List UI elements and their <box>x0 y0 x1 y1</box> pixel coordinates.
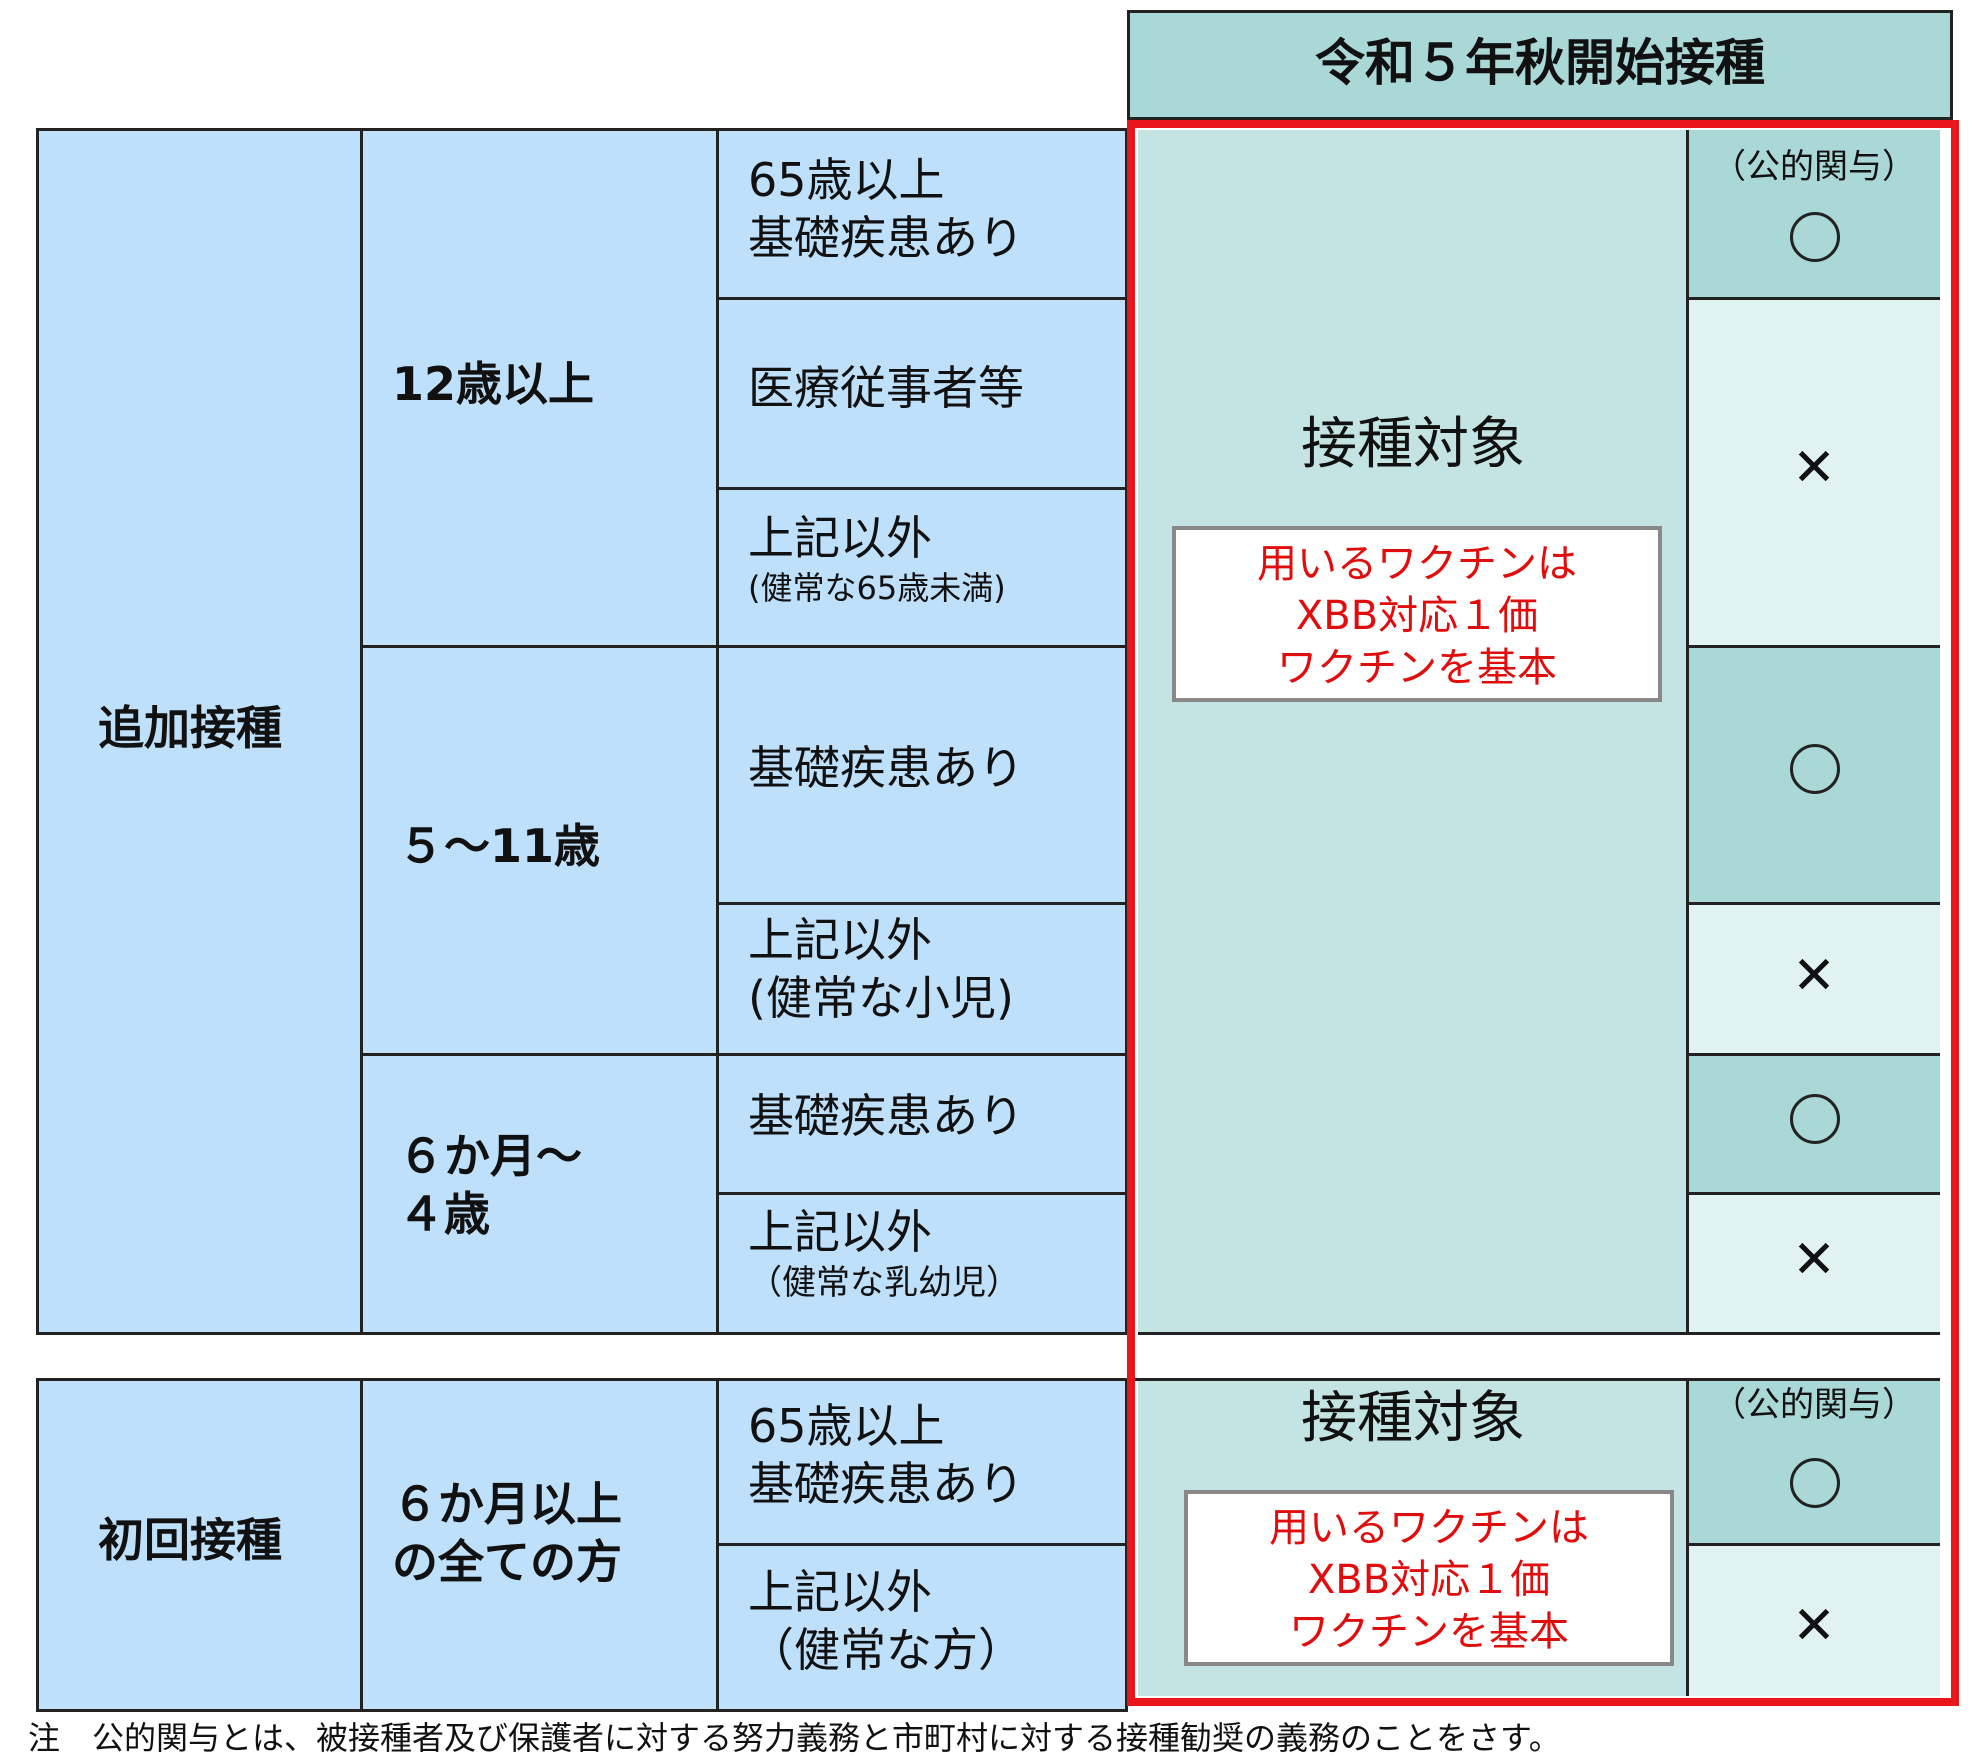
condition-line: 65歳以上 <box>748 153 945 207</box>
grid-line <box>1138 1332 1940 1335</box>
condition-row-4: 基礎疾患あり <box>748 740 1024 798</box>
grid-line <box>1688 645 1940 648</box>
mark-cell-5 <box>1688 904 1940 1054</box>
initial-age-group: ６か月以上 の全ての方 <box>392 1476 622 1591</box>
grid-line <box>360 1378 363 1712</box>
grid-line <box>718 297 1126 300</box>
public-involvement-label: （公的関与） <box>1712 147 1916 187</box>
grid-line <box>716 128 719 1335</box>
age-group-12plus: 12歳以上 <box>392 357 595 411</box>
grid-line <box>718 1543 1126 1546</box>
initial-condition-row-2: 上記以外 （健常な方） <box>748 1564 1024 1679</box>
condition-row-3: 上記以外 (健常な65歳未満) <box>748 510 1006 608</box>
grid-line <box>1125 128 1128 1335</box>
condition-line: (健常な小児) <box>748 970 1014 1025</box>
grid-line <box>36 128 39 1335</box>
grid-line <box>360 128 363 1335</box>
condition-line: （健常な方） <box>748 1622 1024 1677</box>
condition-line: 基礎疾患あり <box>748 1456 1024 1511</box>
vaccine-note-line: XBB対応１価 <box>1307 1557 1551 1603</box>
grid-line <box>1688 1192 1940 1195</box>
circle-icon <box>1790 212 1840 262</box>
grid-line <box>1125 1378 1128 1712</box>
grid-line <box>1688 902 1940 905</box>
condition-row-7: 上記以外 （健常な乳幼児） <box>748 1204 1020 1304</box>
vaccine-note-line: 用いるワクチンは <box>1269 1505 1589 1551</box>
condition-line: 上記以外 <box>748 913 932 967</box>
grid-line <box>718 902 1126 905</box>
cross-icon: ✕ <box>1792 946 1836 1006</box>
grid-line <box>36 1378 1940 1381</box>
condition-row-2: 医療従事者等 <box>748 360 1024 418</box>
condition-row-6: 基礎疾患あり <box>748 1088 1024 1146</box>
vaccine-note-line: 用いるワクチンは <box>1257 541 1577 587</box>
age-group-line: ６か月以上 <box>392 1477 622 1531</box>
circle-icon <box>1790 1458 1840 1508</box>
grid-line <box>36 1709 1128 1712</box>
condition-row-1: 65歳以上 基礎疾患あり <box>748 152 1024 267</box>
additional-label-cell <box>38 130 362 1334</box>
highlight-frame <box>1127 120 1959 1706</box>
initial-condition-row-1: 65歳以上 基礎疾患あり <box>748 1398 1024 1513</box>
cross-icon: ✕ <box>1792 1230 1836 1290</box>
vaccine-note-line: ワクチンを基本 <box>1277 645 1557 691</box>
vaccine-note-line: ワクチンを基本 <box>1289 1609 1569 1655</box>
additional-vaccine-note: 用いるワクチンは XBB対応１価 ワクチンを基本 <box>1172 526 1662 702</box>
additional-age-col <box>362 130 718 1334</box>
condition-line: 上記以外 <box>748 511 932 565</box>
condition-row-5: 上記以外 (健常な小児) <box>748 912 1014 1027</box>
initial-label: 初回接種 <box>98 1513 282 1567</box>
cross-icon: ✕ <box>1792 1596 1836 1656</box>
cross-icon: ✕ <box>1792 438 1836 498</box>
age-group-5to11: ５～11歳 <box>398 819 601 873</box>
age-group-line: ６か月～ <box>398 1129 582 1183</box>
header-title: 令和５年秋開始接種 <box>1315 34 1765 92</box>
grid-line <box>1688 297 1940 300</box>
initial-vaccine-note: 用いるワクチンは XBB対応１価 ワクチンを基本 <box>1184 1490 1674 1666</box>
grid-line <box>1688 1053 1940 1056</box>
grid-line <box>716 1378 719 1712</box>
grid-line <box>1686 130 1689 1334</box>
grid-line <box>362 645 1126 648</box>
grid-line <box>718 1192 1126 1195</box>
age-group-line: の全ての方 <box>392 1534 622 1589</box>
initial-target: 接種対象 <box>1301 1386 1525 1451</box>
condition-note: (健常な65歳未満) <box>748 568 1006 607</box>
header-cell <box>1127 10 1953 120</box>
initial-label-cell <box>38 1380 362 1710</box>
mark-cell-7 <box>1688 1194 1940 1334</box>
additional-target: 接種対象 <box>1301 412 1525 477</box>
circle-icon <box>1790 744 1840 794</box>
grid-line <box>1688 1543 1940 1546</box>
grid-line <box>36 1332 1128 1335</box>
footnote: 注 公的関与とは、被接種者及び保護者に対する努力義務と市町村に対する接種勧奨の義… <box>28 1719 1561 1757</box>
grid-line <box>36 1378 39 1712</box>
grid-line <box>718 487 1126 490</box>
condition-line: 上記以外 <box>748 1565 932 1619</box>
vaccine-note-line: XBB対応１価 <box>1295 593 1539 639</box>
additional-target-cell <box>1138 130 1688 1334</box>
initial-public-involvement-label: （公的関与） <box>1712 1385 1916 1425</box>
grid-line <box>36 128 1128 131</box>
condition-line: 基礎疾患あり <box>748 1089 1024 1143</box>
initial-mark-cell-2 <box>1688 1544 1940 1696</box>
age-group-6m-4y: ６か月～ ４歳 <box>398 1128 582 1243</box>
circle-icon <box>1790 1094 1840 1144</box>
condition-note: （健常な乳幼児） <box>748 1262 1020 1303</box>
age-group-line: ４歳 <box>398 1186 490 1241</box>
condition-line: 上記以外 <box>748 1205 932 1259</box>
mark-cell-2 <box>1688 298 1940 646</box>
additional-label: 追加接種 <box>98 701 282 755</box>
grid-line <box>1686 1380 1689 1696</box>
condition-line: 基礎疾患あり <box>748 741 1024 795</box>
condition-line: 基礎疾患あり <box>748 210 1024 265</box>
additional-cond-col <box>718 130 1126 1334</box>
condition-line: 65歳以上 <box>748 1399 945 1453</box>
initial-age-col <box>362 1380 718 1710</box>
condition-line: 医療従事者等 <box>748 361 1024 415</box>
grid-line <box>362 1053 1126 1056</box>
